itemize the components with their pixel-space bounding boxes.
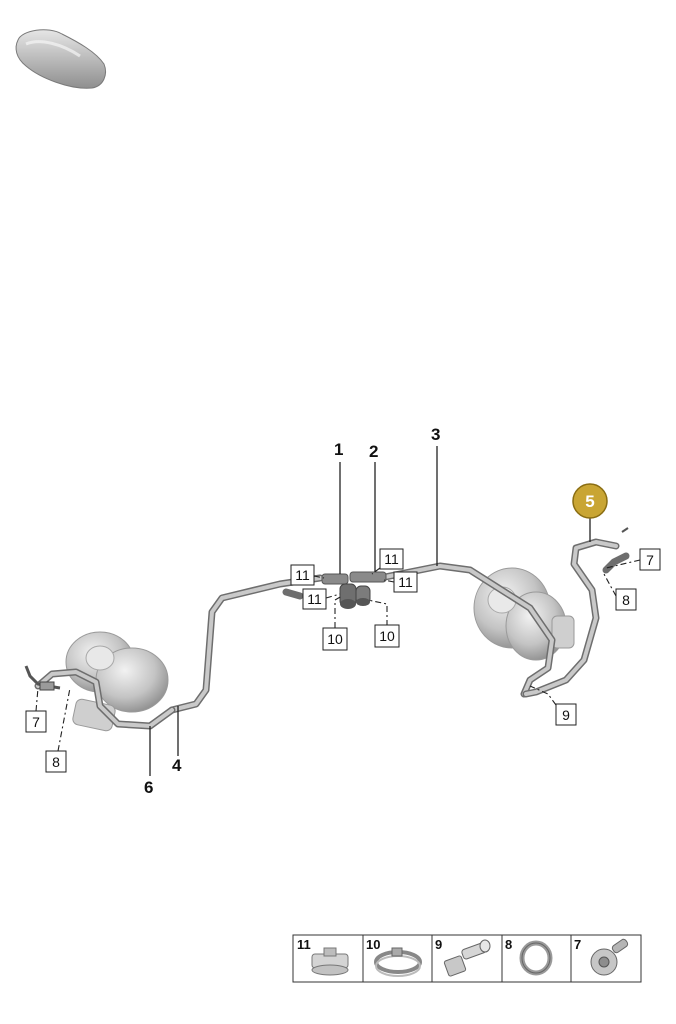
box-7-left: 7	[25, 710, 47, 733]
leader-7r	[605, 559, 641, 569]
pipe-4	[168, 574, 324, 714]
leader-9	[529, 685, 557, 706]
svg-text:11: 11	[398, 574, 413, 590]
label-item-1: 1	[334, 440, 343, 459]
legend-cell-8: 8	[505, 937, 553, 976]
svg-text:11: 11	[384, 551, 399, 567]
svg-text:8: 8	[505, 937, 512, 952]
pipe-6	[34, 588, 304, 730]
svg-text:9: 9	[435, 937, 442, 952]
legend-cell-11: 11	[297, 937, 349, 976]
box-8-right: 8	[615, 588, 637, 611]
box-11-c: 11	[379, 548, 404, 570]
label-item-3: 3	[431, 425, 440, 444]
box-10-b: 10	[374, 624, 400, 648]
hollow-bolt-icon	[443, 939, 491, 977]
band-clamp-icon	[374, 947, 422, 977]
leader-8l	[57, 687, 71, 752]
left-turbocharger	[65, 631, 169, 732]
pipe-3	[376, 562, 556, 698]
svg-text:8: 8	[52, 754, 60, 770]
box-7-right: 7	[639, 548, 661, 571]
svg-text:8: 8	[622, 592, 630, 608]
label-item-4: 4	[172, 756, 182, 775]
svg-text:11: 11	[307, 591, 322, 607]
label-item-5: 5	[585, 492, 594, 511]
leader-11c	[371, 567, 381, 575]
leader-7l	[35, 687, 39, 712]
leader-11b	[325, 593, 341, 599]
seal-ring-icon	[519, 940, 553, 976]
svg-text:11: 11	[295, 567, 310, 583]
leader-10a	[334, 595, 343, 628]
label-item-6: 6	[144, 778, 153, 797]
legend-cell-10: 10	[366, 937, 422, 977]
leader-11d	[383, 579, 395, 583]
leader-11a	[313, 575, 325, 579]
leader-10b	[367, 599, 388, 626]
box-11-d: 11	[393, 571, 418, 593]
pipe-5	[522, 527, 630, 698]
highlight-item-5[interactable]: 5	[572, 483, 608, 519]
screw-icon	[590, 938, 629, 976]
box-11-a: 11	[290, 564, 315, 586]
svg-text:7: 7	[646, 552, 654, 568]
svg-text:9: 9	[562, 707, 570, 723]
svg-text:7: 7	[574, 937, 581, 952]
center-fitting-assembly	[321, 571, 387, 609]
hose-clamp-icon	[311, 947, 349, 976]
car-silhouette-icon	[15, 29, 106, 89]
label-item-2: 2	[369, 442, 378, 461]
box-10-a: 10	[322, 627, 348, 651]
left-bracket	[24, 665, 61, 691]
leader-8r	[603, 573, 617, 597]
svg-text:10: 10	[379, 628, 395, 644]
box-11-b: 11	[302, 588, 327, 610]
legend-cell-9: 9	[435, 937, 491, 977]
box-8-left: 8	[45, 750, 67, 773]
box-9: 9	[555, 703, 577, 726]
svg-text:10: 10	[327, 631, 343, 647]
svg-text:7: 7	[32, 714, 40, 730]
svg-text:10: 10	[366, 937, 380, 952]
parts-legend: 11 10 9 8	[292, 934, 642, 983]
legend-cell-7: 7	[574, 937, 629, 976]
svg-text:11: 11	[297, 937, 311, 952]
